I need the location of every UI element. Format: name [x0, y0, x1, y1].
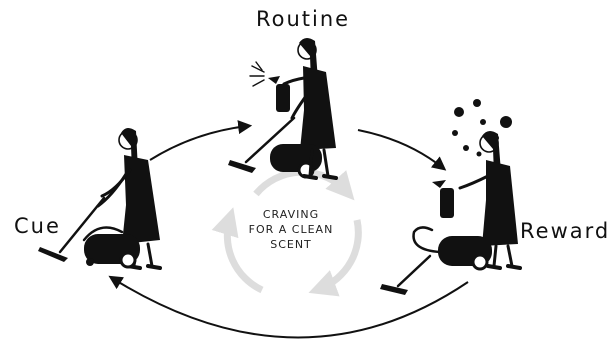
reward-figure-illustration [380, 99, 520, 295]
arrow-reward-to-cue [112, 278, 468, 338]
craving-text: CRAVING FOR A CLEAN SCENT [236, 207, 346, 252]
craving-line-2: FOR A CLEAN [236, 222, 346, 237]
routine-figure-illustration [228, 38, 336, 178]
craving-line-1: CRAVING [236, 207, 346, 222]
cue-figure-illustration [38, 128, 160, 268]
craving-line-3: SCENT [236, 237, 346, 252]
routine-label: Routine [256, 7, 350, 31]
spray-mist-icon [250, 62, 264, 86]
arrow-routine-to-reward [358, 130, 443, 168]
cue-label: Cue [14, 214, 61, 238]
reward-label: Reward [520, 219, 607, 243]
arrow-cue-to-routine [150, 126, 248, 160]
